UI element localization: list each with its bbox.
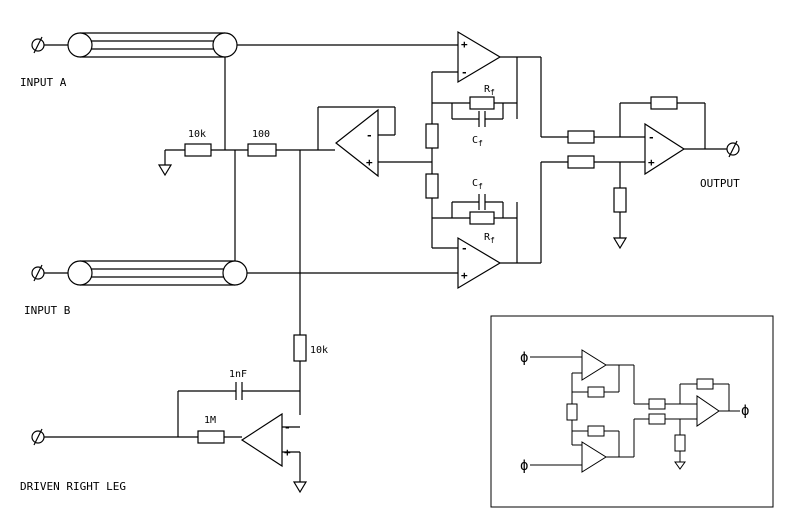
opamp-shield-driver: [317, 106, 432, 178]
pin-minus-drl: -: [284, 421, 291, 434]
inset-terminal-top: ϕ: [520, 350, 528, 366]
label-output: OUTPUT: [700, 177, 740, 190]
opamp-input-b: [432, 161, 568, 290]
pin-plus-shield: +: [366, 156, 373, 169]
pin-minus-b: -: [461, 242, 468, 255]
inset-terminal-output: ϕ: [741, 403, 749, 419]
shielded-cable-a: [44, 32, 458, 58]
value-r-1m: 1M: [204, 415, 216, 426]
value-r-100: 100: [252, 129, 270, 140]
pin-plus-a: +: [461, 38, 468, 51]
pin-minus-a: -: [461, 66, 468, 79]
value-cf-top: Cf: [472, 135, 483, 148]
value-rf-top: Rf: [484, 84, 495, 97]
label-driven-right-leg: DRIVEN RIGHT LEG: [20, 480, 126, 493]
inset-terminal-bottom: ϕ: [520, 458, 528, 474]
pin-plus-b: +: [461, 269, 468, 282]
terminal-input-a: [31, 36, 45, 54]
resistor-10k-drl: [293, 334, 307, 415]
shielded-cable-b: [44, 260, 458, 286]
ground-10k-branch: [157, 143, 248, 177]
opamp-output: [612, 96, 727, 250]
value-rf-bottom: Rf: [484, 232, 495, 245]
pin-minus-out: -: [648, 131, 655, 144]
pin-plus-drl: +: [284, 446, 291, 459]
resistor-1m: [197, 430, 225, 444]
gain-resistor-upper: [425, 72, 439, 174]
pin-minus-shield: -: [366, 129, 373, 142]
value-cf-bottom: Cf: [472, 178, 483, 191]
value-c-1nf: 1nF: [229, 369, 247, 380]
value-r-10k-ground: 10k: [188, 129, 206, 140]
terminal-drl: [31, 428, 45, 446]
terminal-input-b: [31, 264, 45, 282]
difference-amp-input-resistors: [567, 130, 645, 169]
capacitor-1nf: [177, 382, 300, 437]
resistor-100: [247, 143, 335, 157]
inset-schematic: ϕ ϕ ϕ: [490, 315, 774, 508]
pin-plus-out: +: [648, 156, 655, 169]
label-input-a: INPUT A: [20, 76, 67, 89]
label-input-b: INPUT B: [24, 304, 71, 317]
opamp-input-a: [432, 30, 568, 138]
terminal-output: [726, 140, 740, 158]
gain-resistor-lower: [425, 173, 439, 248]
value-r-10k-drl: 10k: [310, 345, 328, 356]
